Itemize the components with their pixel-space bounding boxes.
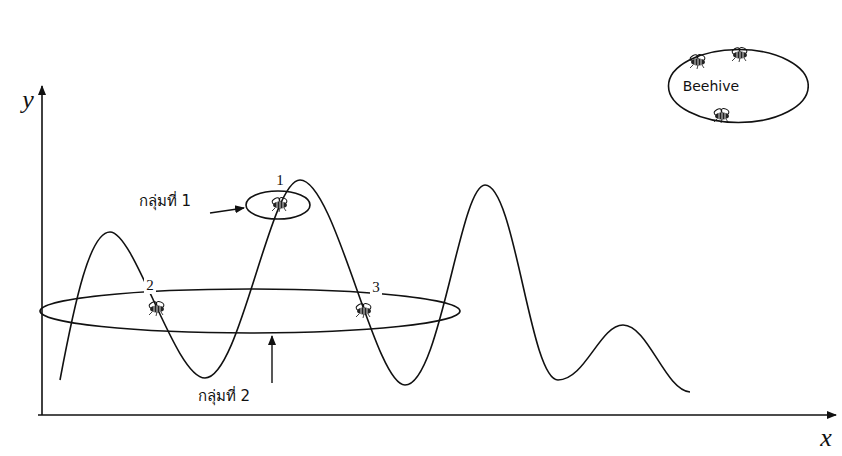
node-text: Beehive	[683, 78, 740, 94]
leader-arrow	[271, 336, 272, 383]
x-axis	[38, 414, 836, 416]
bee-icon	[271, 196, 287, 212]
axis-label: y	[20, 85, 36, 115]
leader-arrow	[210, 208, 244, 213]
group-ellipse	[246, 191, 310, 219]
callout-number: 2	[144, 277, 156, 294]
group-label: กลุ่มที่ 1	[137, 189, 193, 213]
fitness-curve	[60, 180, 690, 392]
y-axis	[41, 86, 43, 415]
group-label: กลุ่มที่ 2	[196, 384, 252, 408]
bee-icon	[148, 300, 164, 316]
callout-number: 3	[370, 279, 382, 296]
beehive-ellipse: Beehive	[667, 48, 810, 124]
bee-icon	[355, 302, 371, 318]
callout-number: 1	[274, 172, 286, 189]
axis-label: x	[818, 423, 834, 453]
group-ellipse	[40, 289, 460, 333]
